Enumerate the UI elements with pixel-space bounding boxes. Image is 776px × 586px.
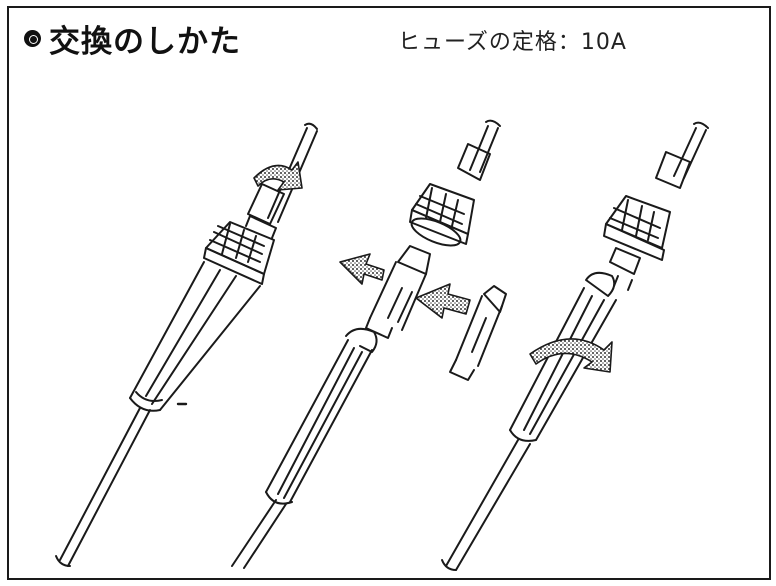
figure-frame (7, 6, 771, 580)
step-unscrew-holder (55, 122, 318, 567)
section-heading: 交換のしかた (24, 16, 241, 61)
step-reassemble-holder (441, 121, 709, 571)
step-replace-fuse (231, 119, 507, 569)
bullet-icon (24, 30, 41, 47)
section-title: 交換のしかた (49, 24, 241, 60)
fuse-rating-label: ヒューズの定格：10A (398, 30, 627, 55)
